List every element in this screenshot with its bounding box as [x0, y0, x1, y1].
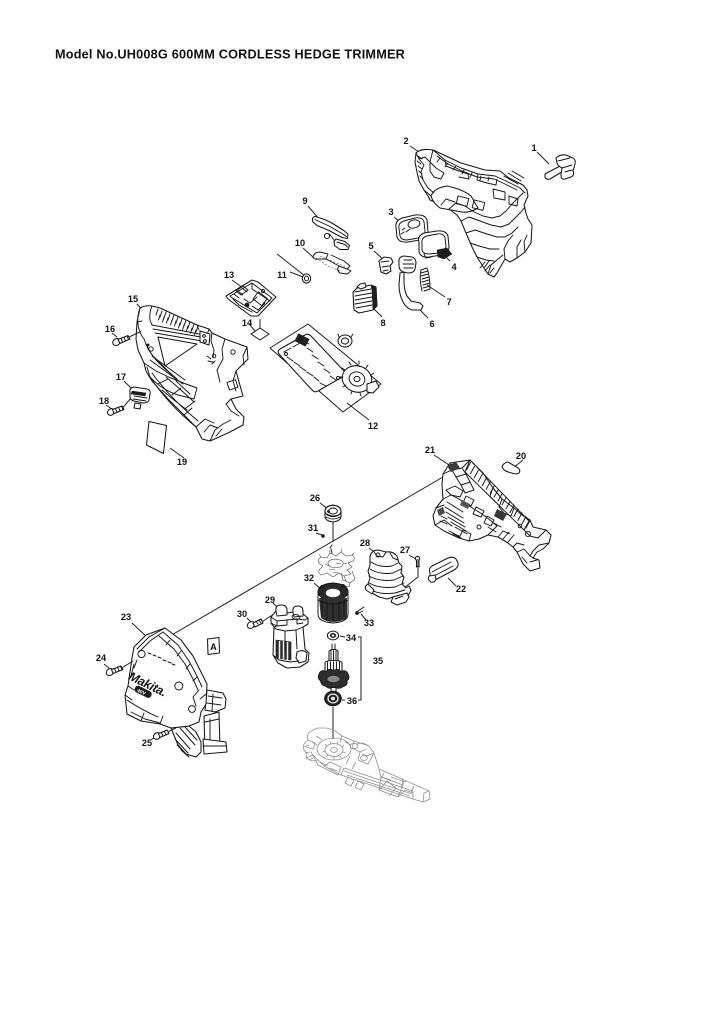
svg-text:2: 2 [403, 136, 408, 146]
svg-text:23: 23 [121, 612, 131, 622]
svg-text:34: 34 [346, 633, 357, 643]
svg-text:8: 8 [380, 318, 385, 328]
svg-text:Model No.UH008G 600MM CORDLESS: Model No.UH008G 600MM CORDLESS HEDGE TRI… [55, 48, 405, 62]
svg-text:26: 26 [310, 493, 320, 503]
svg-text:14: 14 [242, 318, 253, 328]
svg-text:22: 22 [456, 584, 466, 594]
svg-text:10: 10 [295, 238, 305, 248]
svg-text:40V: 40V [136, 688, 147, 698]
svg-text:29: 29 [265, 595, 275, 605]
svg-text:32: 32 [304, 573, 314, 583]
svg-text:4: 4 [451, 262, 457, 272]
svg-text:16: 16 [105, 324, 115, 334]
svg-text:28: 28 [360, 538, 370, 548]
svg-text:1: 1 [531, 143, 536, 153]
svg-text:21: 21 [425, 445, 435, 455]
svg-text:11: 11 [277, 270, 287, 280]
svg-text:9: 9 [302, 196, 307, 206]
svg-text:35: 35 [373, 656, 383, 666]
svg-text:30: 30 [237, 609, 247, 619]
svg-text:20: 20 [516, 451, 526, 461]
svg-text:27: 27 [400, 545, 410, 555]
svg-text:25: 25 [142, 738, 152, 748]
svg-text:19: 19 [177, 457, 187, 467]
svg-text:17: 17 [116, 372, 126, 382]
svg-text:7: 7 [446, 297, 451, 307]
svg-text:36: 36 [347, 696, 357, 706]
svg-text:6: 6 [429, 319, 434, 329]
svg-text:31: 31 [308, 523, 318, 533]
svg-text:13: 13 [224, 270, 234, 280]
svg-text:A: A [210, 642, 217, 652]
svg-text:18: 18 [99, 396, 109, 406]
svg-text:12: 12 [368, 421, 378, 431]
svg-text:33: 33 [364, 618, 374, 628]
svg-text:3: 3 [388, 207, 393, 217]
svg-text:15: 15 [128, 294, 138, 304]
svg-text:5: 5 [368, 241, 373, 251]
svg-text:24: 24 [96, 653, 107, 663]
